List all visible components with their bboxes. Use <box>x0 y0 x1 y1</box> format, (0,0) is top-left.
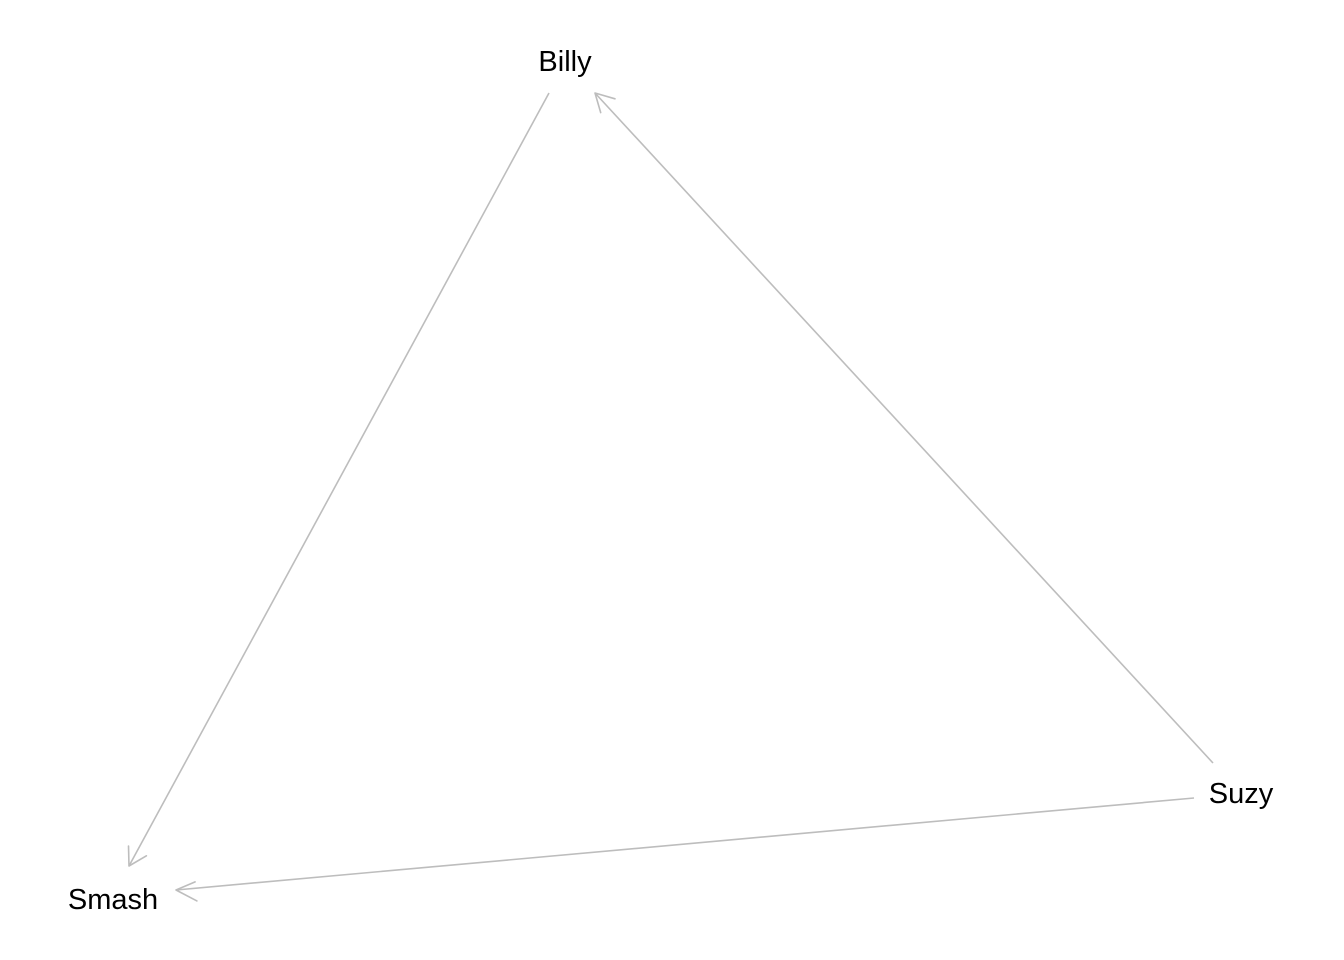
edge-suzy-to-billy <box>594 92 1214 764</box>
edge-billy-to-smash <box>127 92 550 867</box>
arrowhead-icon <box>175 881 198 902</box>
edge-line-suzy-billy <box>594 92 1214 764</box>
node-label-suzy: Suzy <box>1209 778 1274 810</box>
arrowhead-icon <box>594 92 616 114</box>
node-label-smash: Smash <box>68 884 158 916</box>
edge-suzy-to-smash <box>175 797 1195 902</box>
edge-line-suzy-smash <box>175 797 1195 891</box>
arrowhead-icon <box>127 845 148 867</box>
node-label-billy: Billy <box>538 46 592 78</box>
edge-line-billy-smash <box>128 92 550 867</box>
